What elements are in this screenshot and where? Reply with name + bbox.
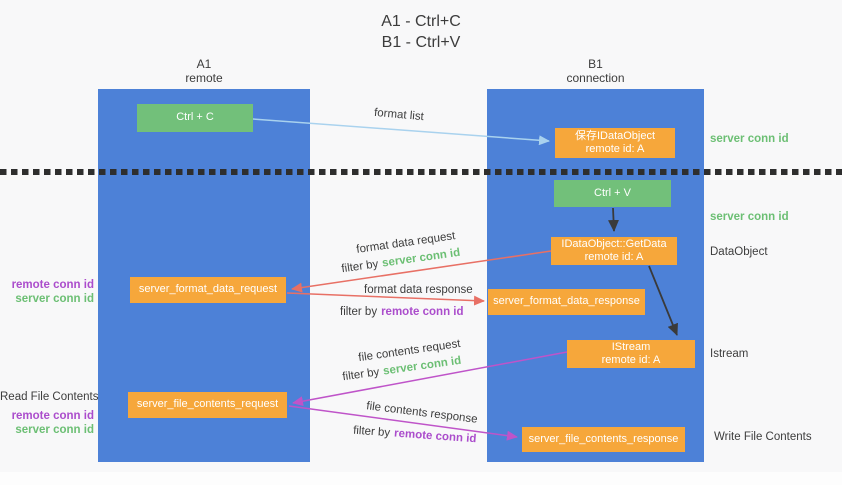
label-server-conn-id-right-1: server conn id [710,133,789,145]
filter-by-text: filter by [341,366,381,384]
label-read-file-contents: Read File Contents [0,391,99,403]
label-format-data-response: format data response [364,284,473,296]
lifeline-header-b1: B1 connection [487,57,704,85]
lifeline-a1-subtitle: remote [185,71,223,85]
title-line-2: B1 - Ctrl+V [381,34,461,51]
title-line-1: A1 - Ctrl+C [381,13,461,30]
dotted-divider [0,169,842,175]
node-save-dataobject-line1: 保存IDataObject [574,129,656,142]
node-format-response-label: server_format_data_response [493,295,640,308]
node-istream-line1: IStream [611,340,651,353]
label-format-list: format list [373,106,425,124]
node-server-format-data-request: server_format_data_request [130,277,286,303]
label-server-conn-id-left-2: server conn id [15,424,94,436]
node-format-request-label: server_format_data_request [138,283,278,296]
lifeline-b1-name: B1 [588,57,603,71]
node-getdata-line1: IDataObject::GetData [561,237,667,250]
node-istream-line2: remote id: A [601,354,661,366]
remote-conn-id-text: remote conn id [393,427,477,446]
filter-by-text: filter by [340,306,378,318]
filter-by-text: filter by [340,258,380,276]
node-save-dataobject-line2: remote id: A [585,143,645,155]
lifeline-a1-name: A1 [196,57,212,71]
diagram-title: A1 - Ctrl+C B1 - Ctrl+V [0,11,842,53]
filter-by-text: filter by [352,424,391,440]
node-ctrl-c: Ctrl + C [137,104,253,132]
label-write-file-contents: Write File Contents [714,431,812,443]
node-file-request-label: server_file_contents_request [136,398,279,411]
label-server-conn-id-left-1: server conn id [15,293,94,305]
node-file-response-label: server_file_contents_response [528,432,679,445]
node-server-format-data-response: server_format_data_response [488,289,645,315]
node-ctrl-v-label: Ctrl + V [594,186,631,199]
node-server-file-contents-response: server_file_contents_response [522,427,685,452]
footer-strip [0,472,842,485]
remote-conn-id-text: remote conn id [381,306,464,318]
node-istream: IStream remote id: A [567,340,695,368]
node-server-file-contents-request: server_file_contents_request [128,392,287,418]
node-idataobject-getdata: IDataObject::GetData remote id: A [551,237,677,265]
label-server-conn-id-right-2: server conn id [710,211,789,223]
label-dataobject: DataObject [710,246,768,258]
node-ctrl-c-label: Ctrl + C [176,111,214,124]
lifeline-b1-subtitle: connection [566,71,625,85]
label-istream: Istream [710,348,749,360]
node-getdata-line2: remote id: A [584,251,644,263]
lifeline-header-a1: A1 remote [98,57,310,85]
label-remote-conn-id-left-1: remote conn id [11,279,94,291]
node-save-dataobject: 保存IDataObject remote id: A [555,128,675,158]
label-remote-conn-id-left-2: remote conn id [11,410,94,422]
label-file-contents-response: file contents response [365,400,479,426]
node-ctrl-v: Ctrl + V [554,180,671,207]
